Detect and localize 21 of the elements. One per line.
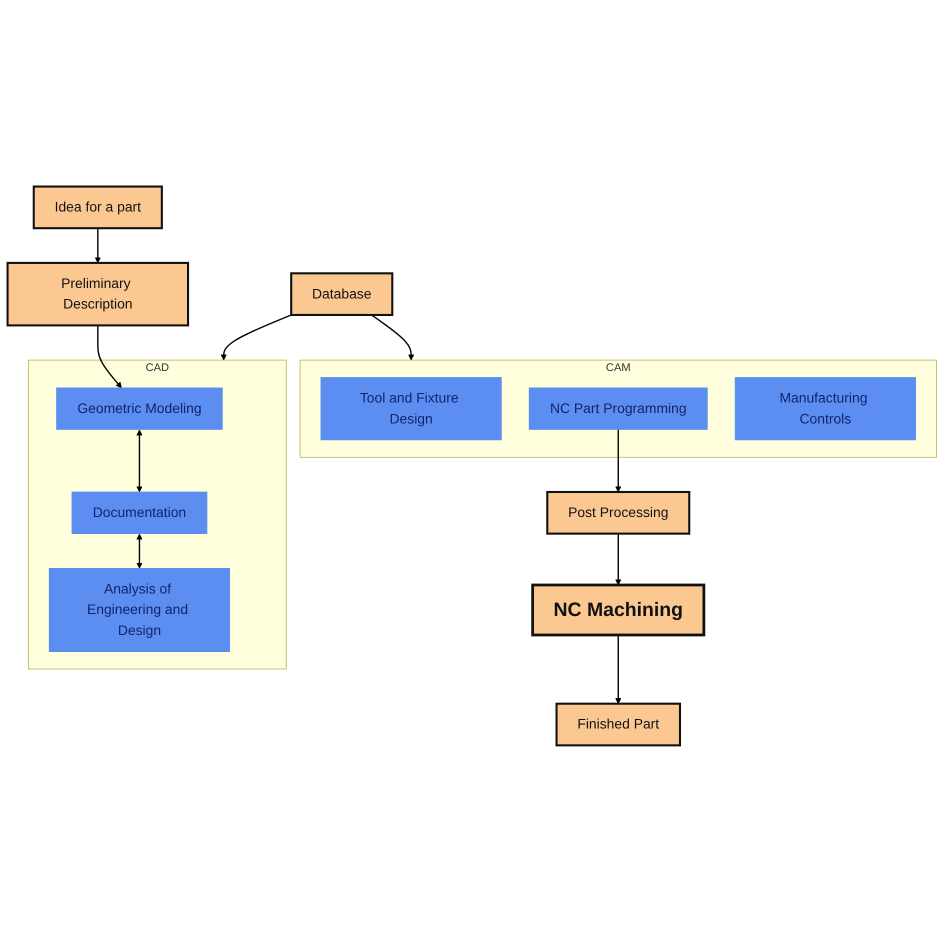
arrow <box>615 534 622 586</box>
node-box: Database <box>290 272 394 316</box>
arrow <box>97 325 122 388</box>
node-box: Geometric Modeling <box>56 388 223 430</box>
node-box: NC Part Programming <box>528 388 708 430</box>
arrow <box>136 430 142 492</box>
node-box: Tool and Fixture Design <box>320 377 502 440</box>
arrow <box>371 314 414 360</box>
node-box: Documentation <box>72 492 208 534</box>
node-box: Post Processing <box>546 490 690 535</box>
node-box: Finished Part <box>556 702 682 746</box>
arrow <box>615 430 622 492</box>
arrow <box>615 635 622 704</box>
arrow <box>136 534 142 569</box>
arrow <box>220 314 292 360</box>
node-box: NC Machining <box>531 584 706 636</box>
arrow <box>94 228 101 264</box>
node-box: Manufacturing Controls <box>734 377 916 440</box>
node-box: Idea for a part <box>32 186 163 230</box>
node-box: Preliminary Description <box>6 262 190 326</box>
node-box: Analysis of Engineering and Design <box>48 568 230 652</box>
